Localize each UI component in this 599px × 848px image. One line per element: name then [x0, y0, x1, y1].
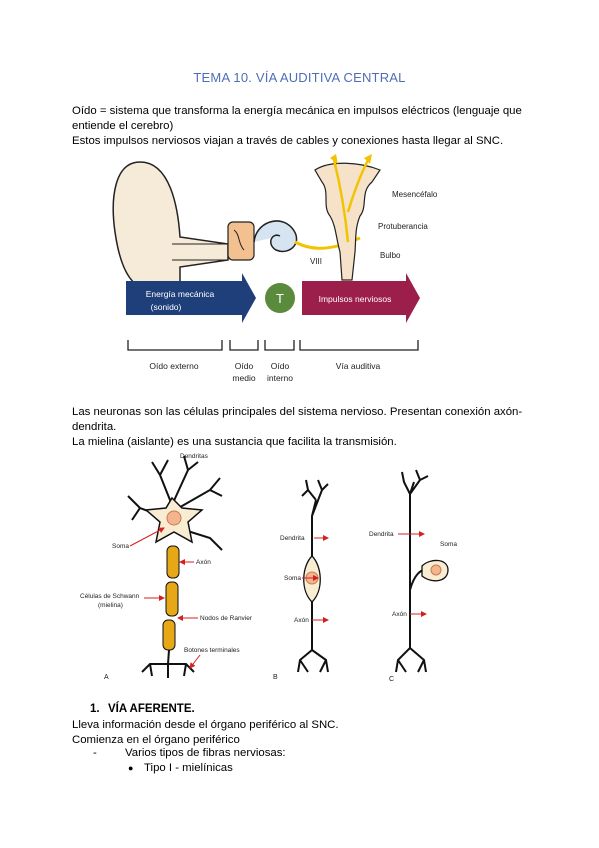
label-a-ranvier: Nodos de Ranvier: [200, 615, 253, 622]
label-middle-ear-1: Oído: [235, 361, 254, 371]
neurons-paragraph: Las neuronas son las células principales…: [72, 405, 542, 450]
label-a-axon: Axón: [196, 559, 211, 566]
arrow-a-botones: [189, 654, 201, 669]
label-c-axon: Axón: [392, 611, 407, 618]
energy-arrow-label-1: Energía mecánica: [146, 289, 215, 299]
label-a-schwann-1: Células de Schwann: [80, 593, 140, 600]
dash-list-item: - Varios tipos de fibras nerviosas:: [93, 747, 286, 759]
section-1-line-1: Lleva información desde el órgano perifé…: [72, 719, 339, 731]
bracket-inner-ear: [264, 340, 295, 351]
label-inner-ear-1: Oído: [271, 361, 290, 371]
arrow-a-soma: [129, 527, 165, 547]
label-b-dendrita: Dendrita: [280, 535, 305, 542]
label-b-soma: Soma: [284, 575, 301, 582]
myelin-segment-3: [162, 619, 176, 651]
label-a-soma: Soma: [112, 543, 129, 550]
myelin-segment-1: [166, 545, 180, 579]
label-mesencefalo: Mesencéfalo: [392, 190, 438, 199]
label-a-letter: A: [104, 674, 109, 681]
label-outer-ear: Oído externo: [149, 361, 198, 371]
label-bulbo: Bulbo: [380, 251, 401, 260]
bullet-list-item: ● Tipo I - mielínicas: [128, 762, 233, 774]
intro-line-2: entiende el cerebro): [72, 120, 174, 132]
section-1-line-2: Comienza en el órgano periférico: [72, 734, 240, 746]
neuron-a-nucleus: [166, 510, 182, 526]
label-c-letter: C: [389, 676, 394, 683]
bracket-middle-ear: [229, 340, 259, 351]
label-middle-ear-2: medio: [232, 373, 255, 383]
label-a-dendritas: Dendritas: [180, 453, 209, 460]
section-1-title: VÍA AFERENTE.: [108, 703, 195, 715]
neuron-c: Dendrita Soma Axón C: [369, 469, 457, 683]
pathway-arrow-left-head: [330, 154, 338, 164]
energy-arrow-label-2: (sonido): [151, 302, 182, 312]
ear-canal: [172, 243, 228, 261]
bracket-outer-ear: [127, 340, 223, 351]
label-a-schwann-2: (mielina): [98, 602, 123, 609]
energy-arrow: [126, 273, 256, 323]
dash-item-text: Varios tipos de fibras nerviosas:: [125, 747, 286, 759]
outer-ear-shape: [112, 161, 229, 288]
label-pathway: Vía auditiva: [336, 361, 381, 371]
label-c-soma: Soma: [440, 541, 457, 548]
ossicles-shape: [227, 221, 255, 261]
section-1-body: Lleva información desde el órgano perifé…: [72, 718, 542, 748]
bullet-item-text: Tipo I - mielínicas: [144, 762, 233, 774]
neuron-a-axon-terminals: [141, 649, 195, 678]
label-viii: VIII: [310, 257, 322, 266]
label-b-letter: B: [273, 674, 278, 681]
myelin-segment-2: [165, 581, 179, 617]
impulses-arrow: [302, 273, 420, 323]
pathway-arrow-right-head: [364, 154, 372, 164]
intro-line-3: Estos impulsos nerviosos viajan a través…: [72, 135, 504, 147]
neuron-a: Dendritas Soma Axón Células de Schwann (…: [80, 453, 253, 681]
neuron-c-processes: [395, 469, 429, 673]
neurons-line-1: Las neuronas son las células principales…: [72, 406, 523, 418]
label-b-axon: Axón: [294, 617, 309, 624]
bracket-pathway: [299, 340, 419, 351]
intro-line-1: Oído = sistema que transforma la energía…: [72, 105, 522, 117]
neuron-diagram: Dendritas Soma Axón Células de Schwann (…: [80, 453, 457, 683]
label-inner-ear-2: interno: [267, 373, 293, 383]
transducer-label: T: [276, 291, 284, 306]
neuron-a-dendrites: [127, 455, 223, 551]
intro-paragraph: Oído = sistema que transforma la energía…: [72, 104, 542, 149]
bullet-marker: ●: [128, 763, 134, 773]
label-protuberancia: Protuberancia: [378, 222, 428, 231]
cochlea-shape: [253, 220, 298, 253]
neuron-c-nucleus: [430, 564, 442, 576]
label-a-botones: Botones terminales: [184, 647, 240, 654]
section-1-number: 1.: [90, 703, 100, 715]
ear-pathway-diagram: VIII Mesencéfalo Protuberancia Bulbo Ene…: [112, 154, 438, 383]
neuron-b-processes: [297, 479, 329, 673]
label-c-dendrita: Dendrita: [369, 531, 394, 538]
neurons-line-3: La mielina (aislante) es una sustancia q…: [72, 436, 397, 448]
transducer-circle: [265, 283, 295, 313]
brainstem-pathway: [332, 159, 370, 243]
brainstem-shape: [314, 162, 381, 281]
impulses-arrow-label: Impulsos nerviosos: [319, 294, 392, 304]
page-title: TEMA 10. VÍA AUDITIVA CENTRAL: [193, 70, 406, 85]
ossicles-detail: [233, 229, 245, 251]
neuron-b: Dendrita Soma Axón B: [273, 479, 329, 681]
neurons-line-2: dendrita.: [72, 421, 117, 433]
section-1-heading: 1. VÍA AFERENTE.: [90, 703, 195, 715]
dash-marker: -: [93, 747, 97, 759]
